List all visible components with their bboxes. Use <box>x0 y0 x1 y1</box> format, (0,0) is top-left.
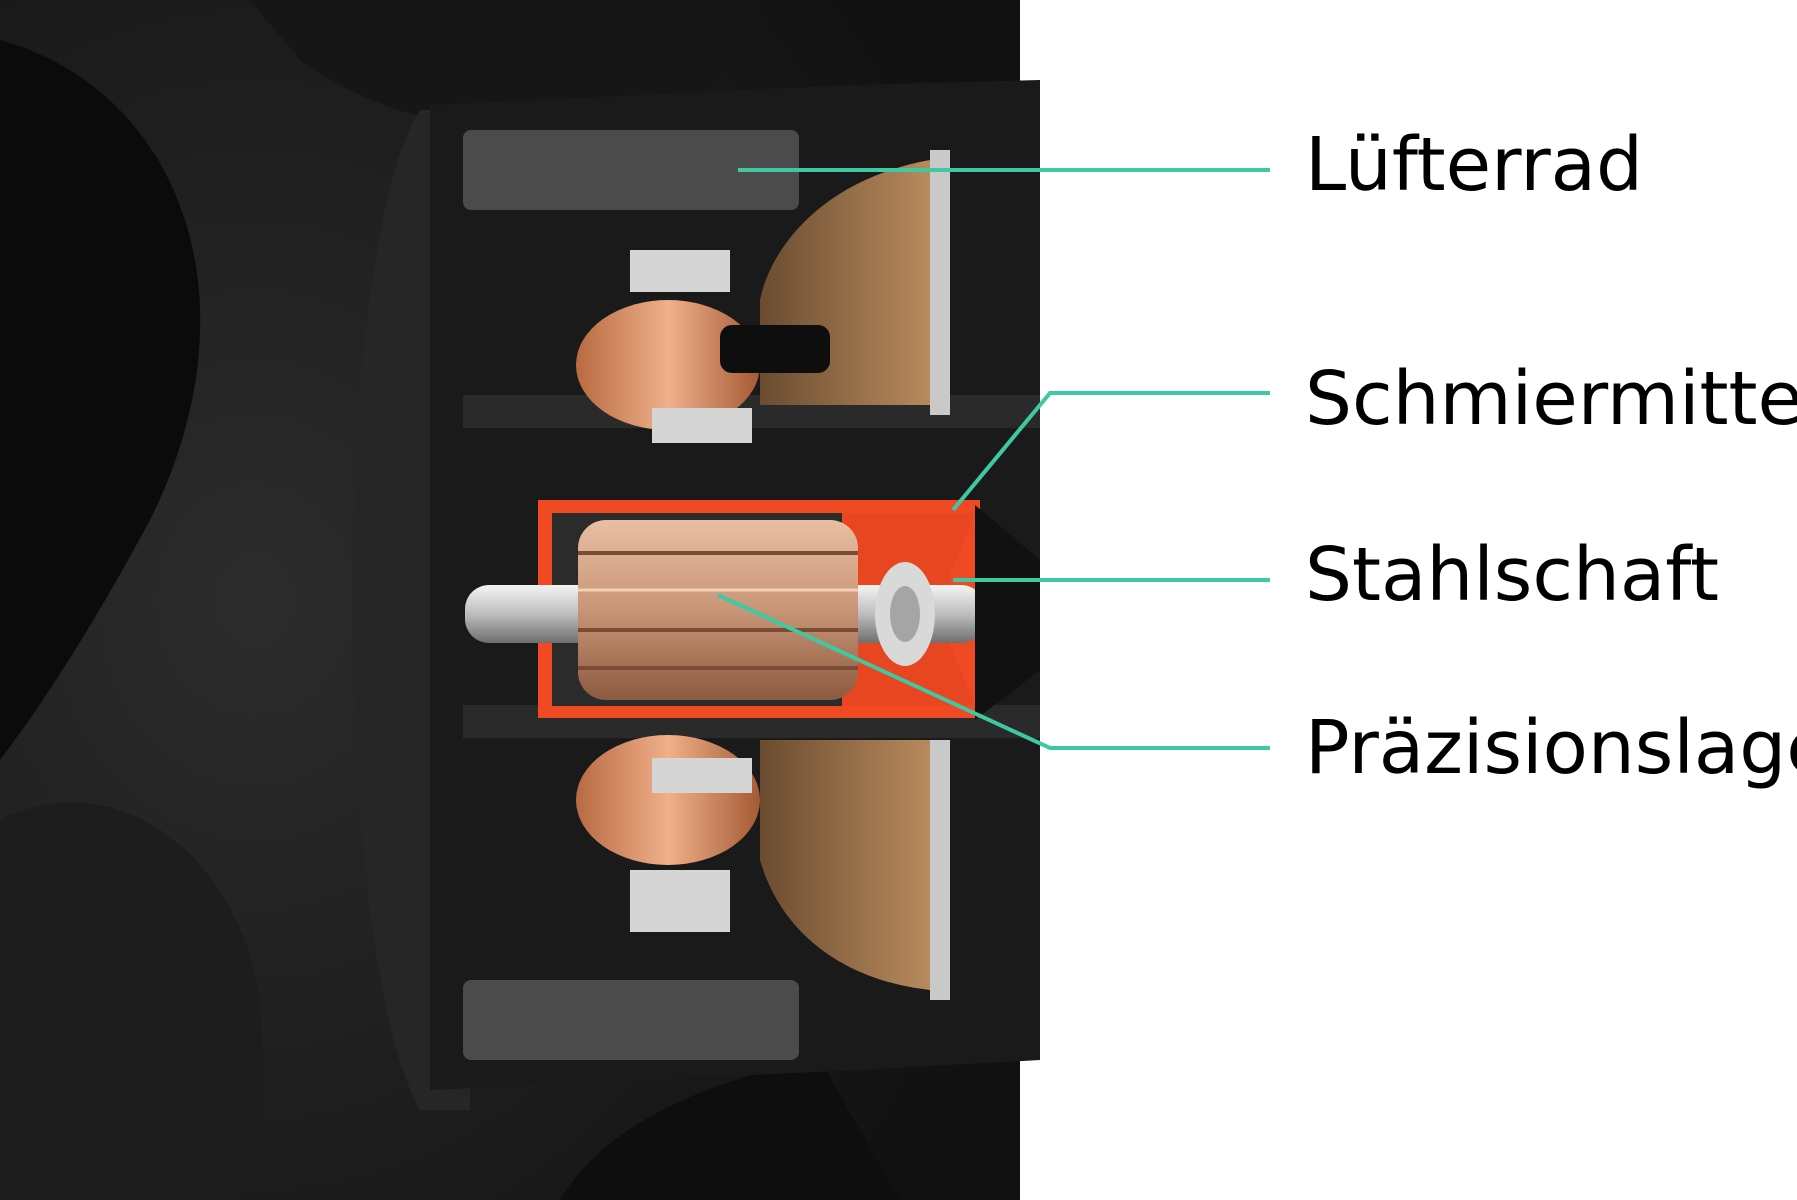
callout-label-lubricant: Schmiermittel <box>1305 356 1797 442</box>
precision-bearing-shape <box>578 520 858 700</box>
bearing-end-cap <box>975 505 1040 720</box>
stator-coils <box>576 250 830 932</box>
callout-label-fan-wheel: Lüfterrad <box>1305 122 1643 208</box>
callout-label-steel-shaft: Stahlschaft <box>1305 532 1720 618</box>
leader-line-lubricant <box>951 391 1270 512</box>
callout-leader-lines <box>717 168 1270 750</box>
callout-label-precision-bearing: Präzisionslager <box>1305 705 1797 791</box>
leader-line-precision-bearing <box>717 593 1270 750</box>
